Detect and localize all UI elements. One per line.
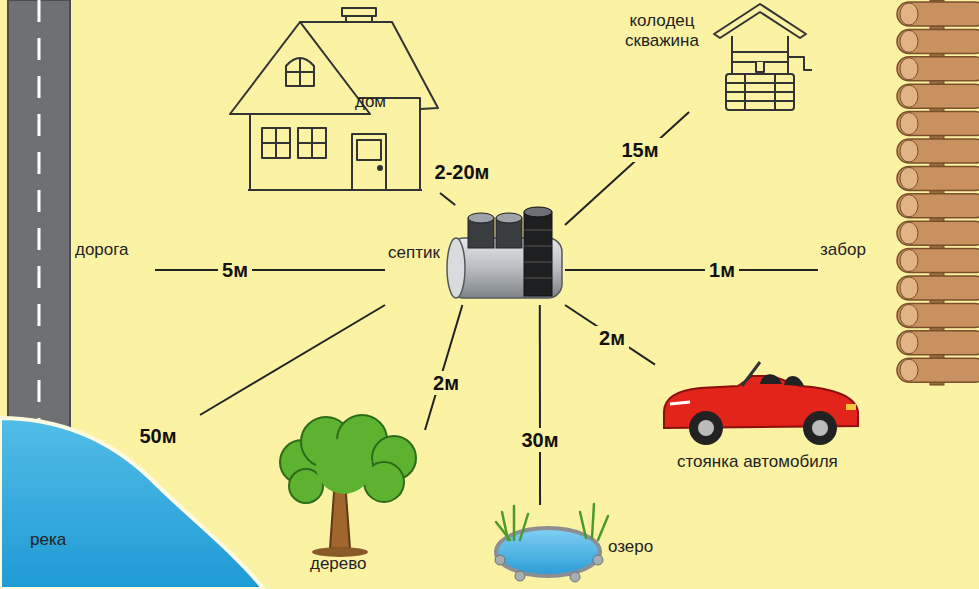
object-label: дорога — [75, 240, 129, 260]
river — [0, 418, 264, 589]
car-parking: стоянка автомобиля — [655, 352, 880, 478]
tree: дерево — [280, 430, 425, 580]
house — [230, 8, 438, 190]
fence-log — [897, 84, 979, 108]
fence-log — [897, 276, 979, 300]
log-end — [900, 85, 918, 107]
fence-log — [897, 166, 979, 190]
object-label: септик — [388, 243, 440, 263]
object-label: забор — [820, 240, 866, 260]
distance-label: 30м — [517, 428, 562, 452]
distance-label: 1м — [705, 258, 739, 282]
distance-line — [565, 269, 818, 271]
septic-tank: септик — [385, 205, 565, 305]
distance-label: 2м — [595, 326, 629, 350]
object-label: дом — [355, 92, 386, 112]
fence-log — [897, 139, 979, 163]
log-end — [900, 304, 918, 326]
object-label: стоянка автомобиля — [677, 452, 838, 472]
log-end — [900, 58, 918, 80]
fence-log — [897, 303, 979, 327]
distance-label: 5м — [218, 258, 252, 282]
road — [8, 0, 70, 440]
object-label: река — [30, 530, 66, 550]
distance-line — [565, 305, 655, 365]
distance-line — [539, 305, 541, 505]
well: колодец скважина — [605, 5, 810, 112]
log-end — [900, 250, 918, 272]
fence-log — [897, 29, 979, 53]
distance-label: 50м — [135, 424, 180, 448]
log-end — [900, 222, 918, 244]
fence-log — [897, 331, 979, 355]
road: дорога — [75, 240, 155, 272]
fence-log — [897, 194, 979, 218]
fence-log — [897, 221, 979, 245]
object-label: озеро — [608, 537, 653, 557]
septic-tank — [447, 207, 562, 298]
log-end — [900, 359, 918, 381]
object-label: дерево — [310, 554, 367, 574]
distance-label: 15м — [617, 138, 662, 162]
distance-label: 2м — [429, 371, 463, 395]
fence — [897, 0, 979, 385]
lake: озеро — [490, 505, 665, 587]
distance-line — [155, 269, 385, 271]
lake — [495, 504, 608, 582]
fence-log — [897, 2, 979, 26]
log-end — [900, 140, 918, 162]
object-label: колодец скважина — [608, 11, 716, 51]
log-end — [900, 3, 918, 25]
log-end — [900, 113, 918, 135]
fence: забор — [818, 240, 892, 272]
log-end — [900, 277, 918, 299]
fence-log — [897, 112, 979, 136]
distance-line — [440, 193, 455, 205]
log-end — [900, 332, 918, 354]
car — [664, 362, 858, 445]
fence-log — [897, 358, 979, 382]
fence-log — [897, 57, 979, 81]
house: дом — [228, 15, 440, 193]
log-end — [900, 195, 918, 217]
fence-log — [897, 249, 979, 273]
distance-line — [565, 112, 689, 225]
distance-line — [200, 305, 385, 415]
log-end — [900, 167, 918, 189]
distance-label: 2-20м — [431, 160, 494, 184]
tree — [280, 415, 416, 557]
well — [714, 4, 812, 110]
distance-line — [425, 305, 462, 430]
log-end — [900, 30, 918, 52]
